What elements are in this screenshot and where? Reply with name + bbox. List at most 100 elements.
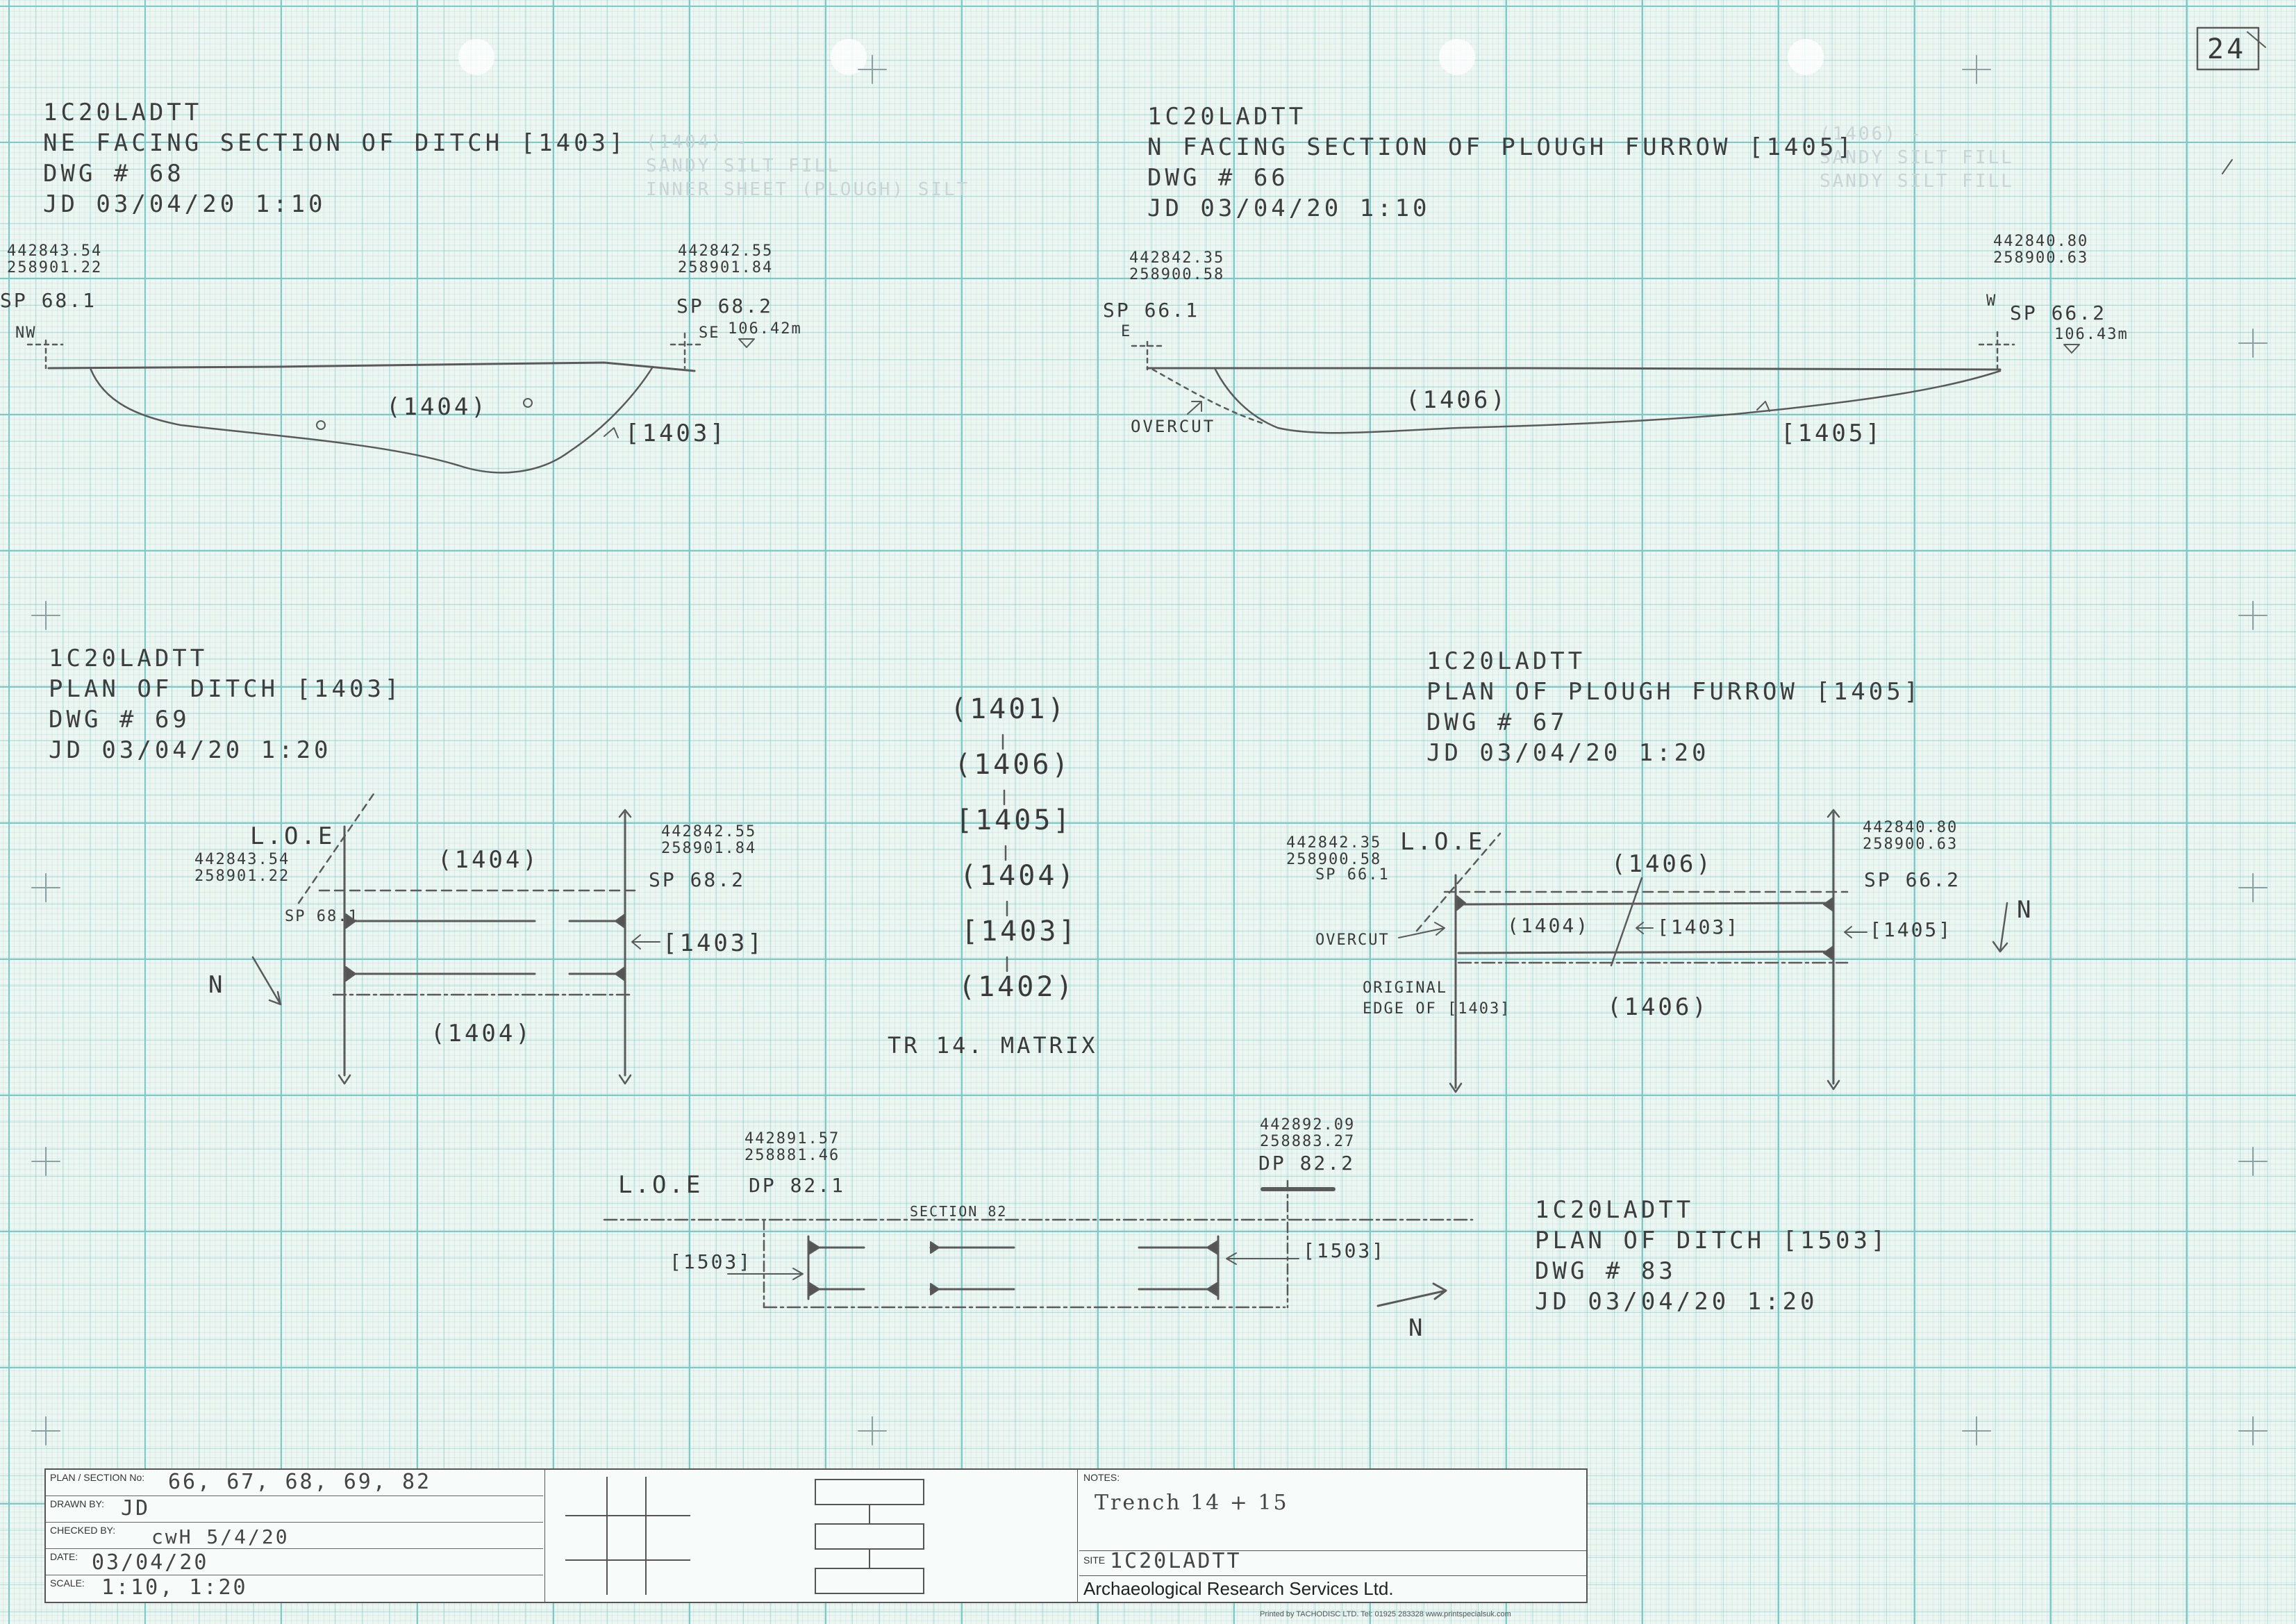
overcut-line <box>1151 368 1265 425</box>
loe-diagonal <box>297 790 376 904</box>
printed-by: Printed by TACHODISC LTD. Tel: 01925 283… <box>1260 1610 1511 1618</box>
matrix-connector <box>1001 734 1008 972</box>
plan-1403-heading: 1C20LADTT PLAN OF DITCH [1403] DWG # 69 … <box>49 645 403 764</box>
plan-edge-line <box>1457 902 1835 954</box>
north-label: N <box>2017 896 2034 924</box>
drawing-title: NE FACING SECTION OF DITCH [1403] <box>43 129 627 157</box>
page-number-box <box>2196 26 2260 71</box>
drawn-by-value: JD <box>121 1496 151 1521</box>
date-value: 03/04/20 <box>92 1550 209 1575</box>
company-name: Archaeological Research Services Ltd. <box>1083 1578 1394 1599</box>
section-datum-right <box>1978 331 2015 371</box>
plan-1405-heading: 1C20LADTT PLAN OF PLOUGH FURROW [1405] D… <box>1426 647 1922 767</box>
fill-top: (1406) <box>1611 850 1713 878</box>
section-ground-line <box>47 361 696 372</box>
overcut-arrow <box>1187 401 1202 415</box>
punch-hole <box>458 39 494 75</box>
section-profile <box>1214 368 2002 434</box>
site-code: 1C20LADTT <box>43 99 203 126</box>
cut-arrow <box>604 427 619 438</box>
north-arrow <box>251 956 282 1006</box>
plan-slope-mark <box>345 913 626 981</box>
sp-right-label: SP 66.2 <box>1864 868 1961 891</box>
cut-arrow <box>727 1252 1299 1280</box>
loe-label: L.O.E <box>1400 828 1486 856</box>
dir-right: W <box>1986 292 1997 310</box>
fill-label: (1406) <box>1406 386 1508 414</box>
drawn-by-row: DRAWN BY: JD <box>46 1496 543 1523</box>
plan-slope-mark <box>808 1240 1219 1297</box>
plan-section-row: PLAN / SECTION No: 66, 67, 68, 69, 82 <box>46 1470 543 1496</box>
plan-end-line <box>807 1235 1220 1300</box>
cut-right: [1405] <box>1870 918 1953 941</box>
checked-by-row: CHECKED BY: cwH 5/4/20 <box>46 1523 543 1549</box>
register-cross <box>31 55 2268 1445</box>
matrix-label: TR 14. MATRIX <box>888 1032 1098 1059</box>
plan-slope-mark <box>1456 895 1834 961</box>
cut-label: [1405] <box>1781 420 1883 447</box>
symbol-panel <box>544 1470 1078 1602</box>
fill-bottom: (1406) <box>1607 993 1709 1021</box>
cut-arrow <box>631 934 660 950</box>
scale-value: 1:10, 1:20 <box>101 1575 248 1600</box>
plan-1503-heading: 1C20LADTT PLAN OF DITCH [1503] DWG # 83 … <box>1535 1196 1889 1316</box>
drawing-number: DWG # 68 <box>43 160 185 188</box>
matrix-node: [1405] <box>956 804 1073 836</box>
checked-by-value: cwH 5/4/20 <box>151 1525 290 1548</box>
fill-label: (1404) <box>386 393 488 421</box>
dp-right-label: DP 82.2 <box>1258 1152 1356 1175</box>
sp-left-label: SP 68.1 <box>0 289 97 312</box>
section-ground-line <box>1146 367 2002 371</box>
dir-right: SE <box>699 324 720 342</box>
north-label: N <box>1408 1314 1426 1342</box>
sp-left-label: SP 66.1 <box>1315 866 1390 884</box>
matrix-node: (1401) <box>950 693 1067 725</box>
section-datum-left <box>1131 340 1165 371</box>
sp-left-label: SP 66.1 <box>1103 299 1200 322</box>
page-number: 24 <box>2207 33 2247 65</box>
n-section-heading: 1C20LADTT N FACING SECTION OF PLOUGH FUR… <box>1147 103 1855 222</box>
stone-mark <box>523 398 533 408</box>
sp-right-label: SP 68.2 <box>676 295 774 317</box>
fill-mid: (1404) <box>1507 914 1590 937</box>
dp-left-label: DP 82.1 <box>749 1174 846 1197</box>
cut-label: [1403] <box>663 929 765 957</box>
plan-dashdot-vertical <box>763 1179 1289 1309</box>
scale-row: SCALE: 1:10, 1:20 <box>50 1575 248 1600</box>
fill-bottom: (1404) <box>431 1020 533 1047</box>
dir-left: NW <box>15 324 37 342</box>
matrix-node: (1404) <box>960 860 1077 892</box>
level: 106.43m <box>2054 326 2129 343</box>
site-value: 1C20LADTT <box>1110 1549 1242 1573</box>
overcut-arrow <box>1398 922 1445 938</box>
cut-mid: [1403] <box>1657 915 1740 938</box>
drawing-meta: JD 03/04/20 1:10 <box>43 190 326 218</box>
loe-label: L.O.E <box>250 822 335 850</box>
matrix-node: (1406) <box>954 749 1072 781</box>
section-datum-right <box>669 332 703 370</box>
cut-label: [1403] <box>625 420 727 447</box>
matrix-node: [1403] <box>961 915 1079 947</box>
overcut-label: OVERCUT <box>1131 417 1216 436</box>
level: 106.42m <box>728 320 802 338</box>
title-block: PLAN / SECTION No: 66, 67, 68, 69, 82 DR… <box>44 1468 1588 1603</box>
plan-section-value: 66, 67, 68, 69, 82 <box>168 1470 432 1494</box>
notes-value: Trench 14 + 15 <box>1095 1491 1289 1515</box>
cut-arrow <box>1756 401 1770 412</box>
overcut-label: OVERCUT <box>1315 931 1390 949</box>
north-label: N <box>208 971 226 999</box>
date-row: DATE: 03/04/20 <box>46 1549 543 1575</box>
plan-loe-tick <box>1449 809 1840 1093</box>
